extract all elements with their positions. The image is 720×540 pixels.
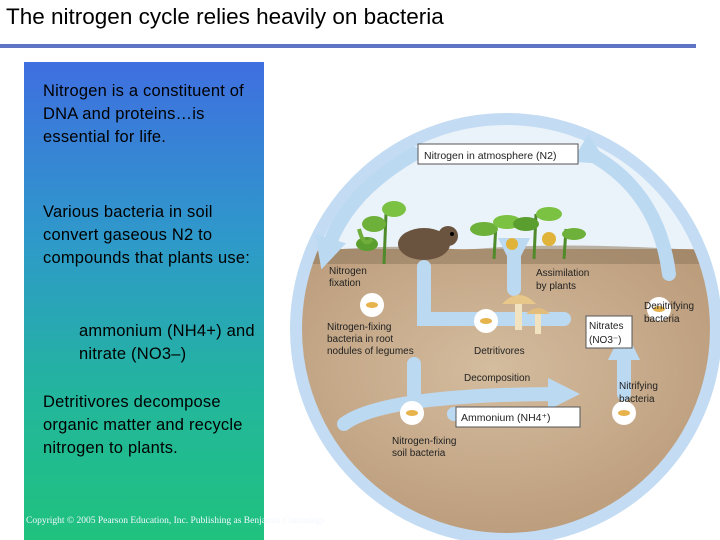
svg-text:Ammonium (NH4⁺): Ammonium (NH4⁺): [461, 412, 551, 424]
label-root-bacteria-1: Nitrogen-fixing: [327, 322, 391, 333]
label-denitrifying-2: bacteria: [644, 314, 680, 325]
label-root-bacteria-2: bacteria in root: [327, 334, 393, 345]
label-nitrifying-2: bacteria: [619, 394, 655, 405]
svg-text:Nitrogen in atmosphere (N2): Nitrogen in atmosphere (N2): [424, 150, 556, 162]
mushroom-icon: [502, 295, 550, 334]
svg-text:(NO3⁻): (NO3⁻): [589, 335, 622, 346]
paragraph-nitrogen-essential: Nitrogen is a constituent of DNA and pro…: [43, 82, 244, 146]
ammonium-box: Ammonium (NH4⁺): [455, 406, 581, 428]
title-rule: [0, 44, 696, 48]
svg-text:Nitrates: Nitrates: [589, 321, 623, 332]
label-soil-bacteria-1: Nitrogen-fixing: [392, 436, 456, 447]
paragraph-detritivores: Detritivores decompose organic matter an…: [43, 393, 243, 457]
bacteria-icon: [360, 293, 671, 425]
copyright-notice: Copyright © 2005 Pearson Education, Inc.…: [26, 516, 325, 526]
label-decomposition: Decomposition: [464, 373, 530, 384]
label-root-bacteria-3: nodules of legumes: [327, 346, 414, 357]
label-nitrifying-1: Nitrifying: [619, 381, 658, 392]
label-denitrifying-1: Denitrifying: [644, 301, 694, 312]
nitrogen-cycle-diagram: Nitrogen in atmosphere (N2) Nitrates (NO…: [290, 113, 720, 540]
label-nitrogen-fixation-2: fixation: [329, 278, 361, 289]
label-nitrogen-fixation-1: Nitrogen: [329, 266, 367, 277]
legume-plant-icon: [356, 201, 406, 265]
atmosphere-box: Nitrogen in atmosphere (N2): [417, 143, 579, 165]
nitrates-box: Nitrates (NO3⁻): [585, 315, 633, 349]
label-assimilation-1: Assimilation: [536, 268, 589, 279]
slide-title: The nitrogen cycle relies heavily on bac…: [6, 4, 444, 29]
animal-icon: [398, 226, 458, 260]
left-gradient-panel: [24, 62, 264, 540]
crop-plants-icon: [470, 207, 586, 260]
paragraph-soil-bacteria: Various bacteria in soil convert gaseous…: [43, 203, 250, 267]
paragraph-compounds: ammonium (NH4+) and nitrate (NO3–): [79, 322, 255, 363]
label-soil-bacteria-2: soil bacteria: [392, 448, 446, 459]
label-detritivores: Detritivores: [474, 346, 525, 357]
label-assimilation-2: by plants: [536, 281, 576, 292]
